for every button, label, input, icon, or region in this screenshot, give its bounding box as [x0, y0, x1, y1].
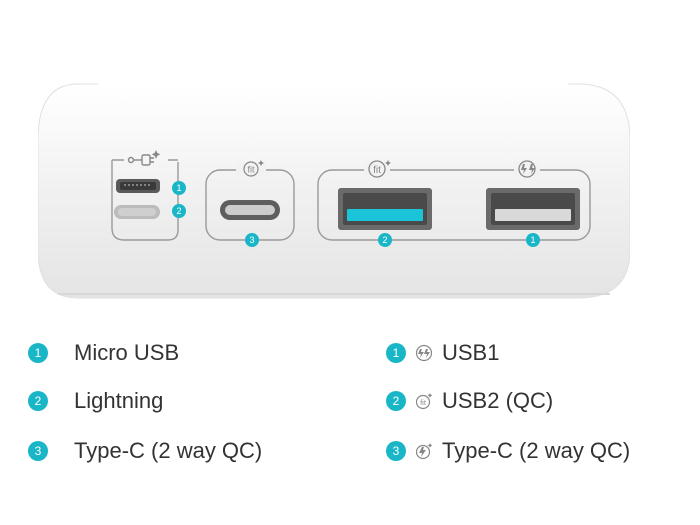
legend-label: Type-C (2 way QC) — [74, 438, 263, 463]
port-badge-type-c: 3 — [245, 233, 259, 247]
qc-lightning-icon — [414, 343, 434, 363]
legend-item-usb1: 1 USB1 — [386, 340, 499, 366]
fit-icon: fit — [414, 391, 434, 411]
qc-lightning-icon — [518, 160, 536, 178]
legend-item-type-c: 3 Type-C (2 way QC) — [28, 438, 262, 464]
usb-a-port-1 — [486, 188, 580, 230]
legend-label: USB2 (QC) — [442, 388, 554, 413]
legend-item-usb2: 2 fit USB2 (QC) — [386, 388, 553, 414]
legend-number: 1 — [386, 343, 406, 363]
port-badge-usb1: 1 — [526, 233, 540, 247]
legend-item-lightning: 2 Lightning — [28, 388, 163, 414]
input-plug-icon — [127, 150, 161, 166]
type-c-port — [220, 200, 280, 220]
lightning-port — [114, 205, 160, 219]
usb-a-port-2 — [338, 188, 432, 230]
fit-charge-icon: fit — [243, 160, 264, 177]
port-badge-micro-usb: 1 — [172, 181, 186, 195]
legend-number: 3 — [28, 441, 48, 461]
fit-lightning-icon — [414, 441, 434, 461]
fit-icon: fit — [368, 160, 391, 178]
legend-number: 2 — [386, 391, 406, 411]
port-group-frame-input — [111, 160, 179, 241]
device-body — [38, 83, 630, 299]
legend-item-type-c-qc: 3 Type-C (2 way QC) — [386, 438, 630, 464]
svg-text:fit: fit — [247, 165, 255, 175]
legend-label: Lightning — [74, 388, 164, 413]
svg-text:fit: fit — [420, 398, 427, 407]
svg-text:fit: fit — [373, 165, 381, 176]
legend-number: 2 — [28, 391, 48, 411]
legend-number: 1 — [28, 343, 48, 363]
power-bank-illustration: fit fit — [38, 83, 630, 299]
power-bank-device: fit fit — [38, 80, 630, 302]
legend-number: 3 — [386, 441, 406, 461]
port-badge-lightning: 2 — [172, 204, 186, 218]
legend-label: USB1 — [442, 340, 500, 365]
legend-label: Micro USB — [74, 340, 180, 365]
legend-label: Type-C (2 way QC) — [442, 438, 631, 463]
micro-usb-port — [116, 179, 160, 193]
port-group-frame-usb — [317, 169, 591, 241]
port-badge-usb2: 2 — [378, 233, 392, 247]
legend-item-micro-usb: 1 Micro USB — [28, 340, 179, 366]
